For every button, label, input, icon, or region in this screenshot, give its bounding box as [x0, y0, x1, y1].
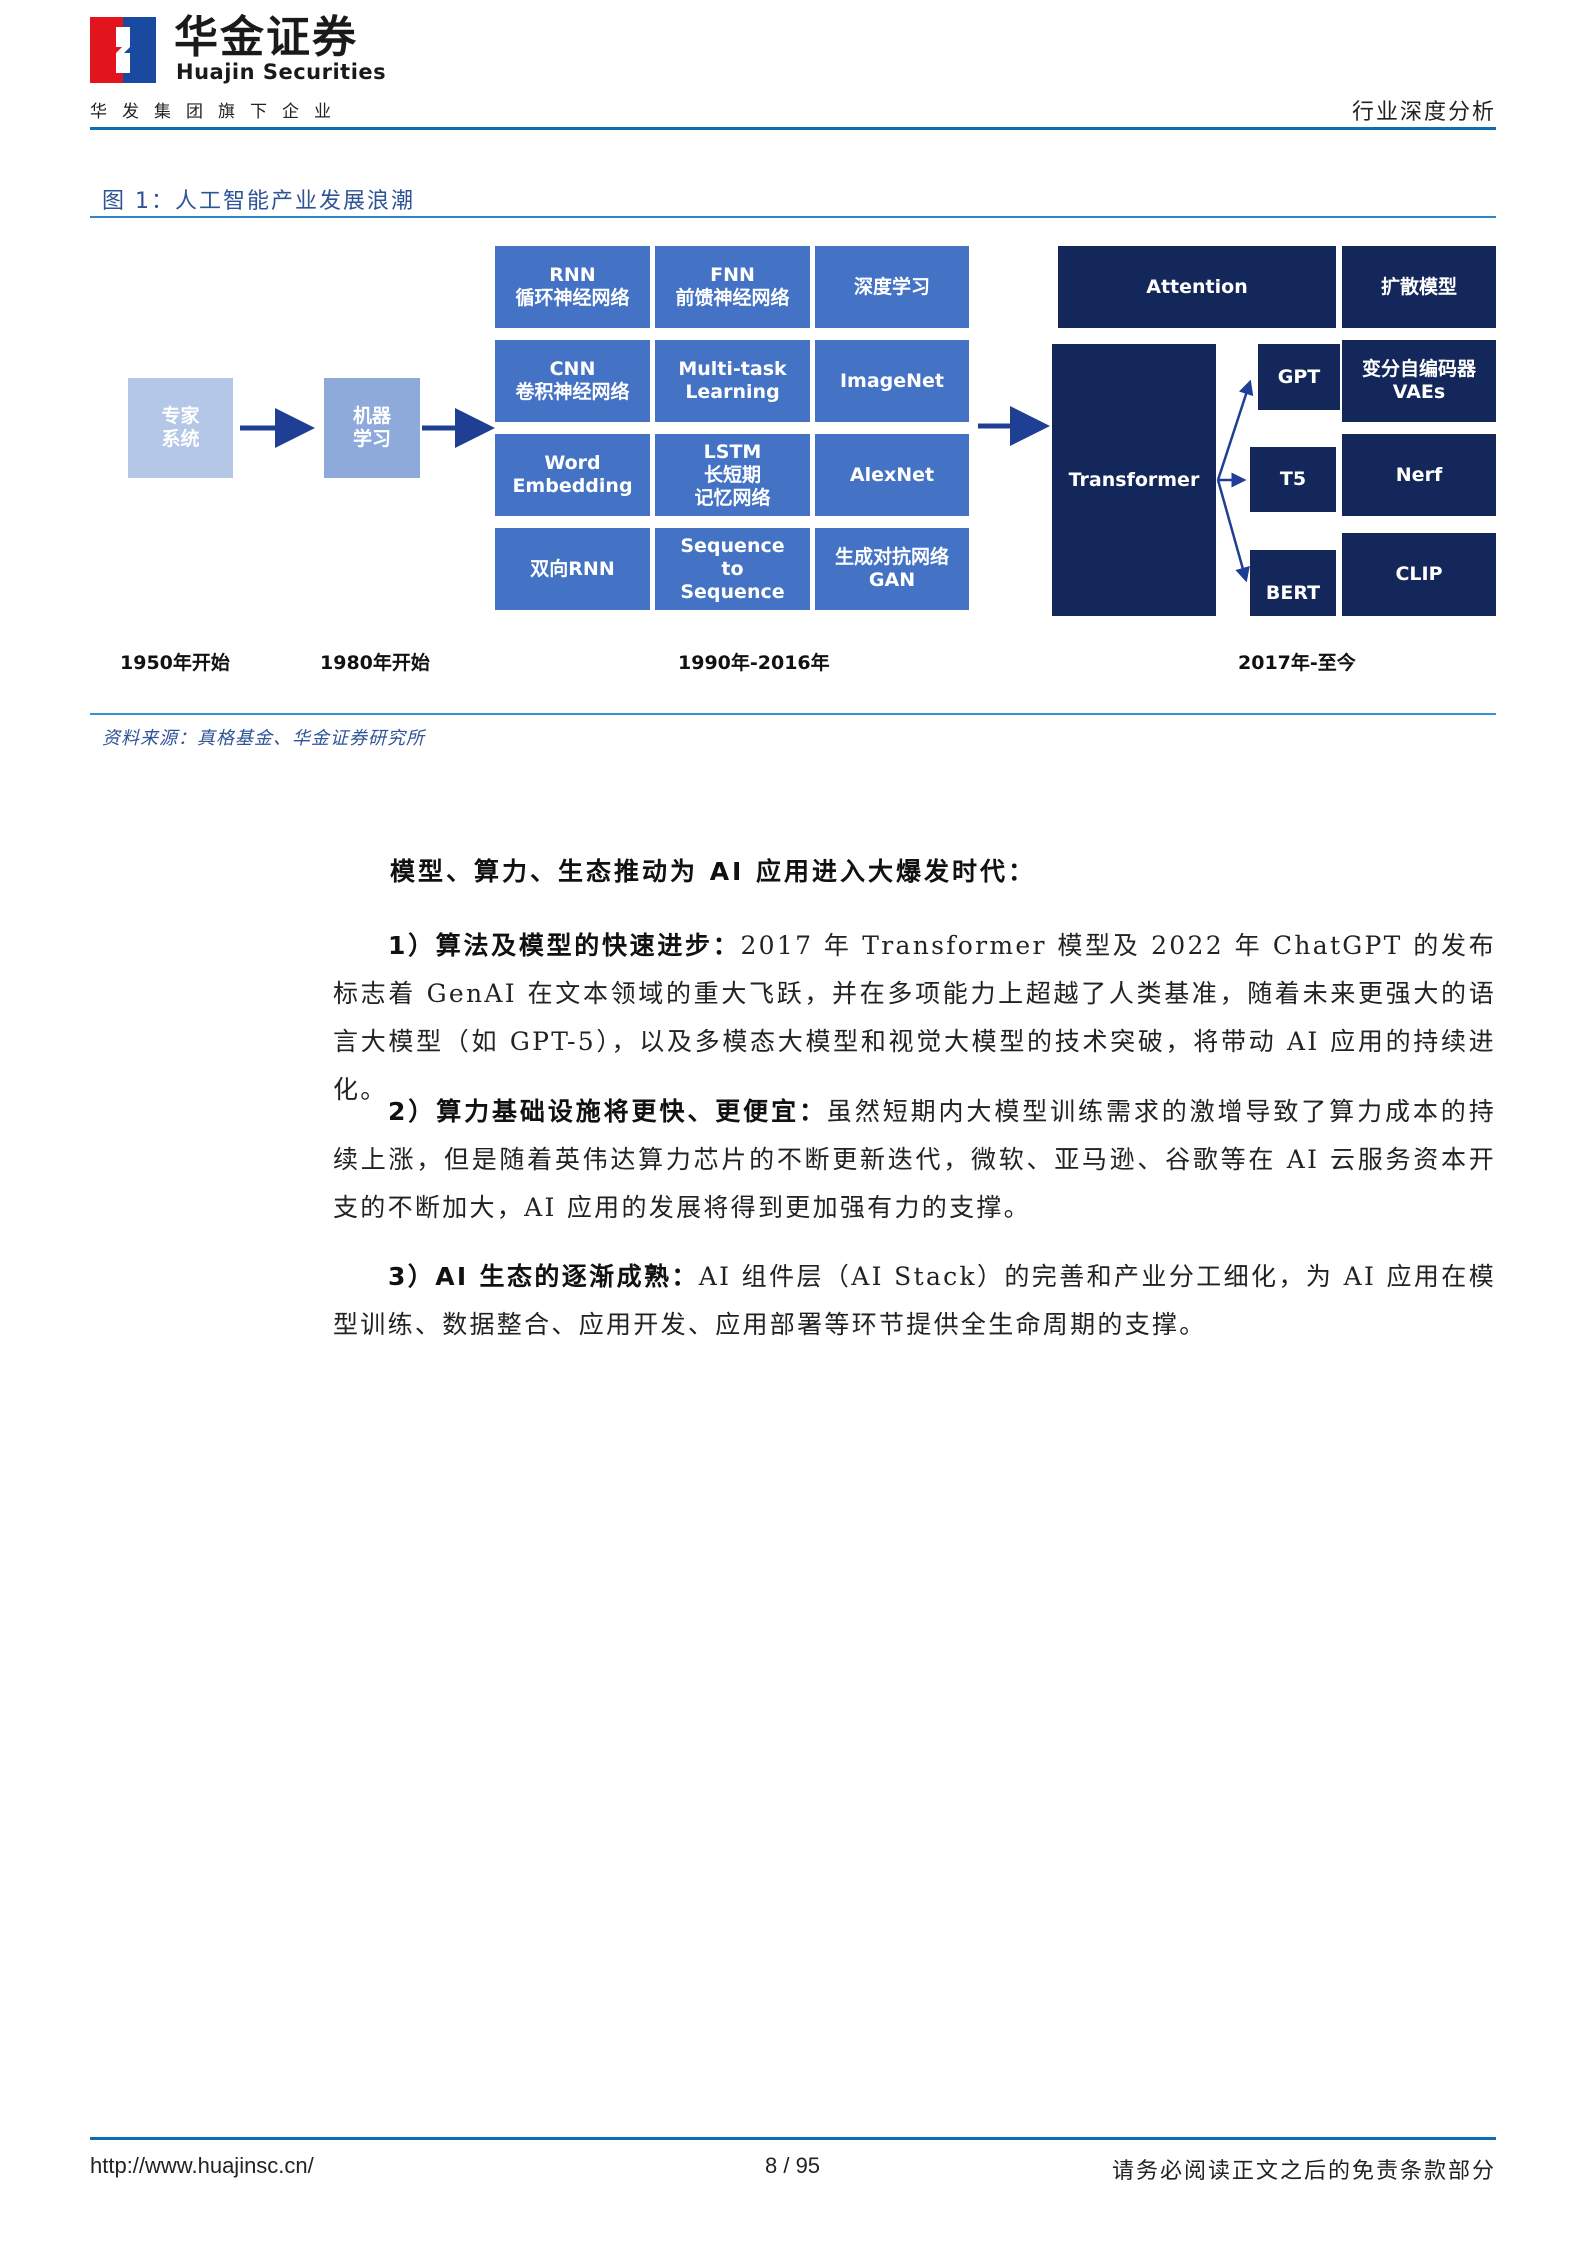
huajin-logo-icon [90, 17, 156, 83]
box-transformer: Transformer [1052, 344, 1216, 616]
footer-rule [90, 2137, 1496, 2140]
box-nerf: Nerf [1342, 434, 1496, 516]
footer-disclaimer: 请务必阅读正文之后的免责条款部分 [1111, 2159, 1496, 2184]
grid-cell-lstm: LSTM 长短期 记忆网络 [655, 434, 810, 516]
grid-cell-bi-rnn: 双向RNN [495, 528, 650, 610]
box-t5: T5 [1250, 447, 1336, 512]
logo-subtitle: 华发集团旗下企业 [90, 102, 346, 122]
logo-chinese-name: 华金证券 [174, 12, 358, 63]
paragraph-2: 2）算力基础设施将更快、更便宜：虽然短期内大模型训练需求的激增导致了算力成本的持… [333, 1088, 1496, 1232]
box-clip: CLIP [1342, 533, 1496, 616]
figure-title-rule [90, 216, 1496, 218]
stage-machine-learning: 机器 学习 [324, 378, 420, 478]
footer-website-link[interactable]: http://www.huajinsc.cn/ [90, 2153, 314, 2178]
paragraph-2-text: 虽然短期内大模型训练需求的激增导致了算力成本的持续上涨，但是随着英伟达算力芯片的… [333, 1097, 1497, 1222]
arrow-icon [1216, 479, 1250, 583]
figure-title: 图 1：人工智能产业发展浪潮 [102, 189, 415, 214]
header-rule [90, 127, 1496, 130]
grid-cell-seq2seq: Sequence to Sequence [655, 528, 810, 610]
paragraph-1-text: 2017 年 Transformer 模型及 2022 年 ChatGPT 的发… [333, 931, 1496, 1104]
logo-english-name: Huajin Securities [176, 60, 387, 84]
paragraph-1: 1）算法及模型的快速进步：2017 年 Transformer 模型及 2022… [333, 922, 1496, 1114]
source-rule [90, 713, 1496, 715]
document-type: 行业深度分析 [1351, 100, 1496, 125]
grid-cell-imagenet: ImageNet [815, 340, 969, 422]
grid-cell-fnn: FNN 前馈神经网络 [655, 246, 810, 328]
year-label-1950: 1950年开始 [120, 652, 230, 674]
paragraph-3: 3）AI 生态的逐渐成熟：AI 组件层（AI Stack）的完善和产业分工细化，… [333, 1253, 1496, 1349]
box-attention: Attention [1058, 246, 1336, 328]
grid-cell-word-embedding: Word Embedding [495, 434, 650, 516]
paragraph-3-text: AI 组件层（AI Stack）的完善和产业分工细化，为 AI 应用在模型训练、… [333, 1262, 1496, 1339]
figure-source: 资料来源：真格基金、华金证券研究所 [102, 728, 425, 749]
section-lead: 模型、算力、生态推动为 AI 应用进入大爆发时代： [390, 857, 1037, 886]
paragraph-2-heading: 2）算力基础设施将更快、更便宜： [388, 1097, 827, 1126]
paragraph-1-heading: 1）算法及模型的快速进步： [388, 931, 741, 960]
box-vaes: 变分自编码器 VAEs [1342, 340, 1496, 422]
year-label-1980: 1980年开始 [320, 652, 430, 674]
box-gpt: GPT [1258, 344, 1340, 410]
logo-mark [90, 17, 156, 83]
page-number: 8 / 95 [765, 2153, 821, 2178]
stage-expert-systems: 专家 系统 [128, 378, 233, 478]
grid-cell-rnn: RNN 循环神经网络 [495, 246, 650, 328]
paragraph-3-heading: 3）AI 生态的逐渐成熟： [388, 1262, 699, 1291]
year-label-2017-now: 2017年-至今 [1238, 652, 1356, 674]
flow-arrows [240, 379, 1254, 583]
grid-cell-alexnet: AlexNet [815, 434, 969, 516]
grid-cell-deep-learning: 深度学习 [815, 246, 969, 328]
grid-cell-cnn: CNN 卷积神经网络 [495, 340, 650, 422]
year-label-1990-2016: 1990年-2016年 [678, 652, 830, 674]
box-bert: BERT [1250, 550, 1336, 616]
box-diffusion-model: 扩散模型 [1342, 246, 1496, 328]
arrow-icon [1216, 379, 1254, 481]
grid-cell-multitask: Multi-task Learning [655, 340, 810, 422]
grid-cell-gan: 生成对抗网络 GAN [815, 528, 969, 610]
